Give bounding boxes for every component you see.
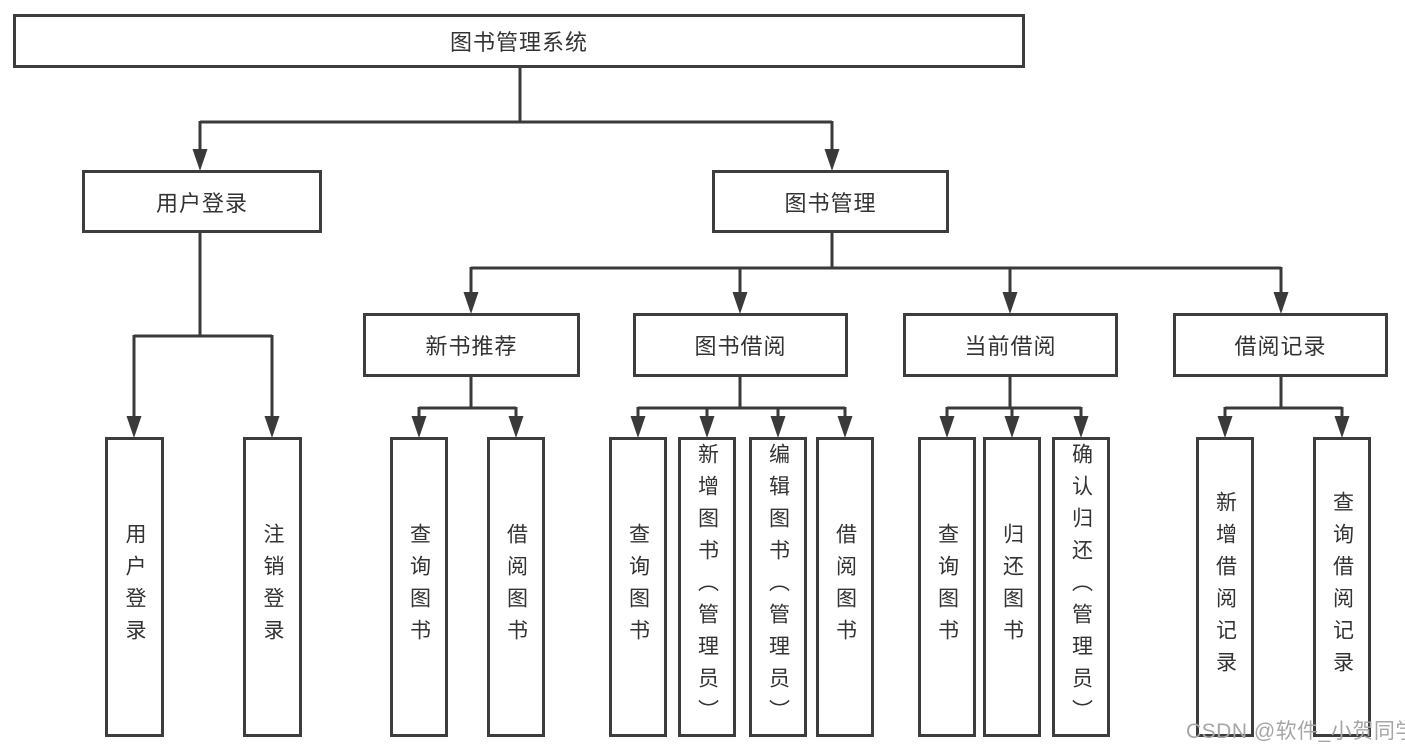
node-user-login: 用户登录 <box>82 170 322 233</box>
connector-root-to-level2 <box>192 68 840 171</box>
leaf-edit-books-admin-label: 编辑图书（管理员） <box>766 443 790 731</box>
leaf-newbook-borrow-books: 借阅图书 <box>487 437 545 737</box>
leaf-query-borrow-record: 查询借阅记录 <box>1313 437 1371 737</box>
leaf-query-borrow-record-label: 查询借阅记录 <box>1330 491 1354 683</box>
leaf-logout: 注销登录 <box>243 437 302 737</box>
node-new-book-recommend-label: 新书推荐 <box>425 334 518 359</box>
node-borrow-record-label: 借阅记录 <box>1234 334 1327 359</box>
leaf-add-borrow-record-label: 新增借阅记录 <box>1213 491 1237 683</box>
leaf-user-login-label: 用户登录 <box>123 523 147 651</box>
node-library-management-system: 图书管理系统 <box>13 14 1025 68</box>
leaf-borrow-books: 借阅图书 <box>816 437 874 737</box>
csdn-watermark: CSDN @软件_小贺同学 <box>1186 720 1405 743</box>
leaf-add-books-admin-label: 新增图书（管理员） <box>695 443 719 731</box>
leaf-user-login: 用户登录 <box>105 437 164 737</box>
leaf-confirm-return-admin-label: 确认归还（管理员） <box>1069 443 1093 731</box>
node-current-borrow-label: 当前借阅 <box>964 334 1057 359</box>
leaf-confirm-return-admin: 确认归还（管理员） <box>1052 437 1110 737</box>
leaf-borrow-query-books: 查询图书 <box>609 437 667 737</box>
node-library-management-system-label: 图书管理系统 <box>449 30 588 55</box>
leaf-logout-label: 注销登录 <box>261 523 285 651</box>
leaf-newbook-query-books-label: 查询图书 <box>407 523 431 651</box>
node-user-login-label: 用户登录 <box>155 190 248 216</box>
node-current-borrow: 当前借阅 <box>903 313 1118 377</box>
leaf-add-books-admin: 新增图书（管理员） <box>678 437 736 737</box>
leaf-return-books-label: 归还图书 <box>1000 523 1024 651</box>
node-book-borrow-label: 图书借阅 <box>694 334 787 359</box>
leaf-return-books: 归还图书 <box>983 437 1041 737</box>
node-book-borrow: 图书借阅 <box>633 313 848 377</box>
leaf-add-borrow-record: 新增借阅记录 <box>1196 437 1254 737</box>
leaf-newbook-query-books: 查询图书 <box>390 437 448 737</box>
leaf-borrow-books-label: 借阅图书 <box>833 523 857 651</box>
connector-book-borrow-to-leaves <box>630 377 853 438</box>
leaf-current-query-books-label: 查询图书 <box>935 523 959 651</box>
node-borrow-record: 借阅记录 <box>1173 313 1388 377</box>
leaf-borrow-query-books-label: 查询图书 <box>626 523 650 651</box>
connector-new-book-to-leaves <box>411 377 524 438</box>
node-new-book-recommend: 新书推荐 <box>363 313 580 377</box>
connector-borrow-record-to-leaves <box>1217 377 1350 438</box>
leaf-newbook-borrow-books-label: 借阅图书 <box>504 523 528 651</box>
leaf-current-query-books: 查询图书 <box>918 437 976 737</box>
leaf-edit-books-admin: 编辑图书（管理员） <box>749 437 807 737</box>
connector-book-management-to-level3 <box>463 233 1289 314</box>
connector-current-borrow-to-leaves <box>939 377 1089 438</box>
node-book-management: 图书管理 <box>712 170 949 233</box>
node-book-management-label: 图书管理 <box>784 190 877 216</box>
connector-user-login-to-leaves <box>126 233 280 438</box>
